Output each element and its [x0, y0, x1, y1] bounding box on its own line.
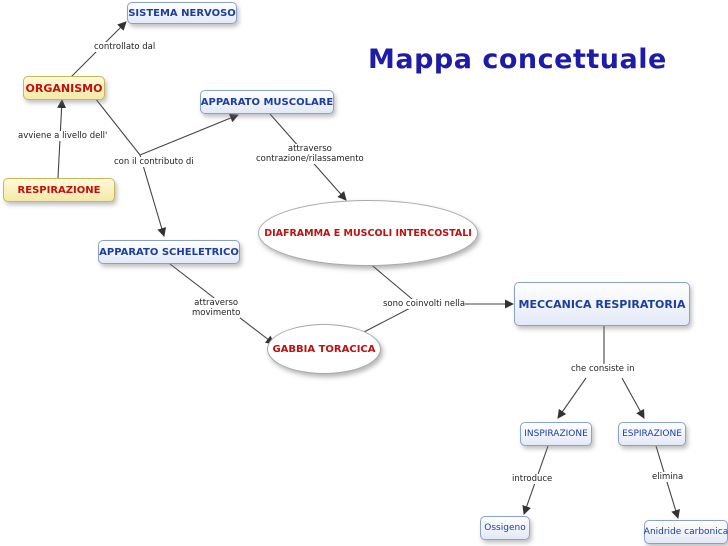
- node-organismo[interactable]: ORGANISMO: [23, 76, 105, 100]
- node-espirazione[interactable]: ESPIRAZIONE: [618, 422, 686, 446]
- edge-consiste-inspirazione: [557, 377, 587, 419]
- node-inspirazione[interactable]: INSPIRAZIONE: [520, 422, 592, 446]
- node-gabbia-toracica[interactable]: GABBIA TORACICA: [267, 324, 381, 374]
- node-meccanica-respiratoria[interactable]: MECCANICA RESPIRATORIA: [514, 282, 690, 326]
- link-controllato-dal: controllato dal: [94, 42, 156, 52]
- link-attraverso-2: attraverso: [194, 298, 239, 308]
- node-respirazione[interactable]: RESPIRAZIONE: [3, 178, 115, 202]
- link-attraverso-1: attraverso: [287, 144, 332, 154]
- link-avviene: avviene a livello dell': [18, 131, 108, 141]
- edge-organismo-scheletrico: [139, 154, 167, 237]
- edge-diaframma-meccanica: [367, 261, 514, 309]
- edge-espirazione-anidride: [655, 445, 680, 519]
- link-con-contributo: con il contributo di: [114, 157, 194, 167]
- node-diaframma[interactable]: DIAFRAMMA E MUSCOLI INTERCOSTALI: [258, 200, 478, 266]
- link-elimina: elimina: [652, 472, 684, 482]
- node-apparato-muscolare[interactable]: APPARATO MUSCOLARE: [200, 90, 334, 114]
- link-attraverso-contrazione: attraverso contrazione/rilassamento: [256, 144, 364, 164]
- edge-consiste-espirazione: [621, 377, 645, 419]
- link-attraverso-movimento: attraverso movimento: [192, 298, 241, 318]
- map-title: Mappa concettuale: [368, 44, 667, 75]
- link-contrazione: contrazione/rilassamento: [256, 154, 364, 164]
- link-movimento: movimento: [192, 308, 241, 318]
- link-sono-coinvolti: sono coinvolti nella: [383, 299, 466, 309]
- node-anidride-carbonica[interactable]: Anidride carbonica: [644, 520, 728, 544]
- link-che-consiste: che consiste in: [571, 364, 635, 374]
- link-introduce: introduce: [512, 474, 553, 484]
- node-sistema-nervoso[interactable]: SISTEMA NERVOSO: [127, 2, 237, 24]
- node-ossigeno[interactable]: Ossigeno: [480, 516, 530, 540]
- node-apparato-scheletrico[interactable]: APPARATO SCHELETRICO: [98, 240, 240, 264]
